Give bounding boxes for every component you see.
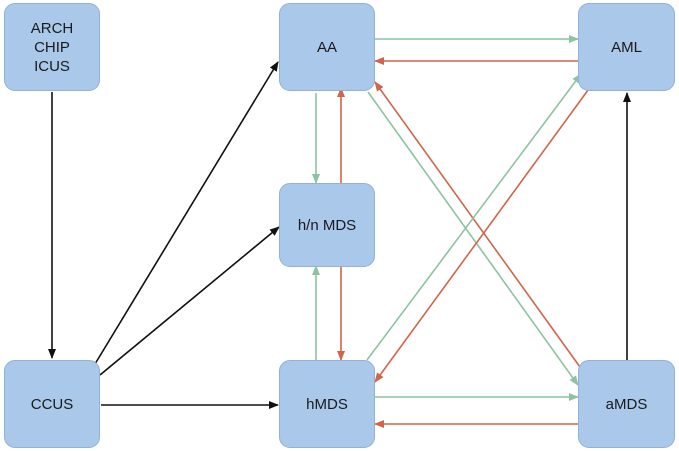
node-arch-chip-icus-label: ARCH CHIP ICUS <box>30 19 74 75</box>
node-hn-mds: h/n MDS <box>279 183 375 267</box>
node-amds-label: aMDS <box>605 395 648 413</box>
node-hmds: hMDS <box>279 360 375 448</box>
node-amds: aMDS <box>578 360 675 448</box>
node-aml: AML <box>578 3 675 91</box>
node-aa: AA <box>279 3 375 91</box>
node-aml-label: AML <box>611 38 642 56</box>
edge-aa-to-amds <box>367 91 579 386</box>
node-aa-label: AA <box>316 38 337 56</box>
edge-ccus-to-aa <box>94 61 279 365</box>
edge-aml-to-hmds <box>374 85 592 383</box>
edge-hmds-to-aml <box>366 73 582 361</box>
node-hn-mds-label: h/n MDS <box>297 216 357 234</box>
edge-amds-to-aa <box>374 81 581 368</box>
edge-ccus-to-hn-mds <box>99 226 280 376</box>
node-ccus: CCUS <box>4 360 100 448</box>
node-ccus-label: CCUS <box>30 395 74 413</box>
node-hmds-label: hMDS <box>306 395 348 413</box>
node-arch-chip-icus: ARCH CHIP ICUS <box>4 3 100 91</box>
